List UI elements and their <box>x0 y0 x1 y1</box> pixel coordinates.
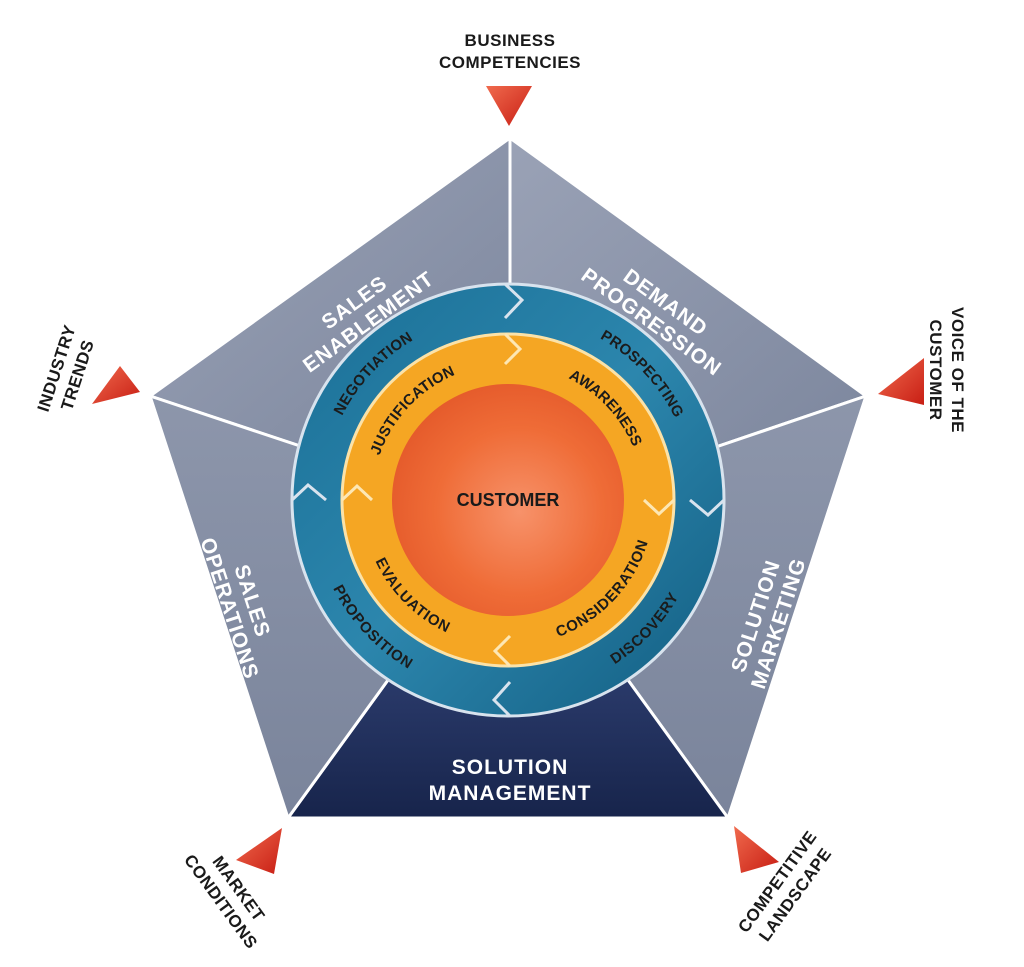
outer-ring-arrow <box>290 482 327 502</box>
svg-text:CUSTOMER: CUSTOMER <box>926 320 945 421</box>
label-business-competencies: BUSINESS COMPETENCIES <box>439 31 581 72</box>
marker-business-competencies <box>486 86 532 126</box>
marker-market-conditions <box>236 828 282 874</box>
outer-ring-arrow <box>503 282 525 320</box>
svg-text:BUSINESS: BUSINESS <box>465 31 556 50</box>
label-industry-trends: INDUSTRY TRENDS <box>34 322 98 414</box>
label-solution-management: SOLUTION MANAGEMENT <box>429 756 592 805</box>
outer-ring-arrow <box>689 498 726 518</box>
label-voice-of-customer: VOICE OF THE CUSTOMER <box>926 307 967 433</box>
marker-voice-of-customer <box>878 358 924 405</box>
svg-text:MANAGEMENT: MANAGEMENT <box>429 782 592 805</box>
inner-ring-arrow <box>492 634 512 668</box>
outer-ring-arrow <box>491 681 512 718</box>
marker-industry-trends <box>92 366 140 404</box>
svg-text:SOLUTION: SOLUTION <box>452 756 569 779</box>
svg-text:COMPETENCIES: COMPETENCIES <box>439 53 581 72</box>
svg-text:VOICE OF THE: VOICE OF THE <box>948 307 967 433</box>
inner-ring-arrow <box>503 332 523 366</box>
inner-ring-arrow <box>642 498 676 517</box>
center-label: CUSTOMER <box>457 490 560 510</box>
center-circle <box>392 384 624 616</box>
marker-competitive-landscape <box>734 826 779 873</box>
inner-ring-arrow <box>340 483 374 502</box>
